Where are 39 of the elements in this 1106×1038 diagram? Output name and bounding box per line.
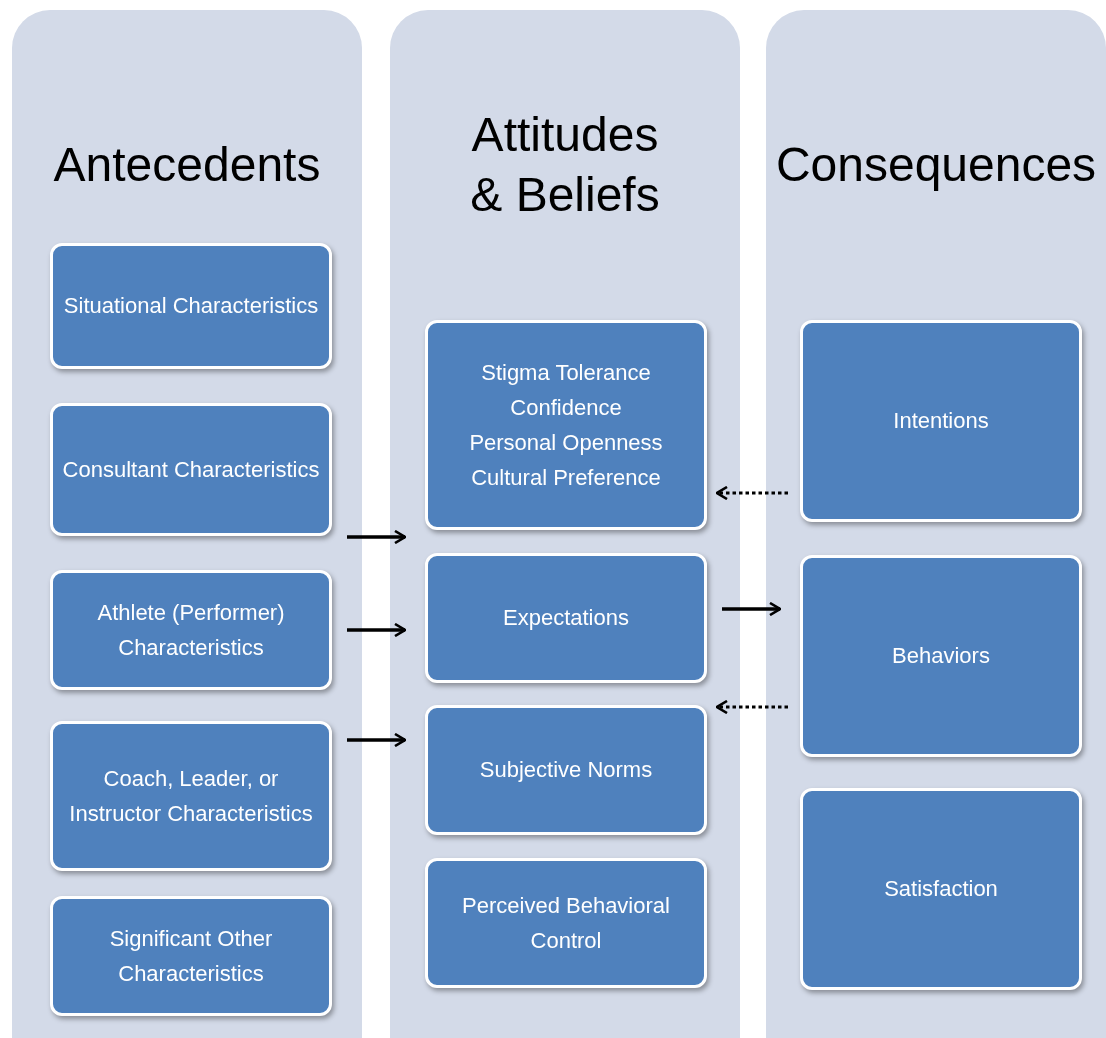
box-label: Confidence (510, 393, 622, 422)
process-box (50, 896, 332, 1016)
box-label: Personal Openness (469, 429, 663, 457)
box-label: Behaviors (892, 642, 990, 671)
box-label: Cultural Preference (471, 464, 661, 493)
box-label: Intentions (893, 407, 989, 436)
process-box (800, 320, 1082, 522)
process-box (50, 570, 332, 690)
column-heading: Attitudes & Beliefs (469, 107, 661, 223)
arrow (715, 699, 788, 715)
arrow (715, 485, 788, 501)
box-label: Expectations (503, 604, 629, 633)
column-heading: Antecedents (52, 137, 322, 193)
column-heading: Consequences (774, 137, 1098, 193)
column-panel (390, 10, 740, 1038)
box-label: Significant Other Characteristics (108, 924, 274, 988)
box-label: Situational Characteristics (63, 292, 319, 321)
column-panel (766, 10, 1106, 1038)
box-label: Subjective Norms (479, 756, 653, 785)
process-box (800, 788, 1082, 990)
process-box (50, 403, 332, 536)
process-box (425, 705, 707, 835)
arrow (347, 732, 407, 748)
arrow (347, 622, 407, 638)
process-box (425, 858, 707, 988)
box-label: Perceived Behavioral Control (461, 891, 671, 955)
process-box (425, 553, 707, 683)
column-panel (12, 10, 362, 1038)
process-box (425, 320, 707, 530)
process-box (800, 555, 1082, 757)
box-label: Athlete (Performer) Characteristics (96, 598, 286, 662)
box-label: Stigma Tolerance (481, 358, 651, 387)
arrow (347, 529, 407, 545)
arrow (722, 601, 782, 617)
box-label: Coach, Leader, or Instructor Characteristics (68, 764, 314, 828)
process-box (50, 721, 332, 871)
box-label: Satisfaction (884, 875, 998, 904)
box-label: Consultant Characteristics (62, 455, 320, 484)
process-box (50, 243, 332, 369)
